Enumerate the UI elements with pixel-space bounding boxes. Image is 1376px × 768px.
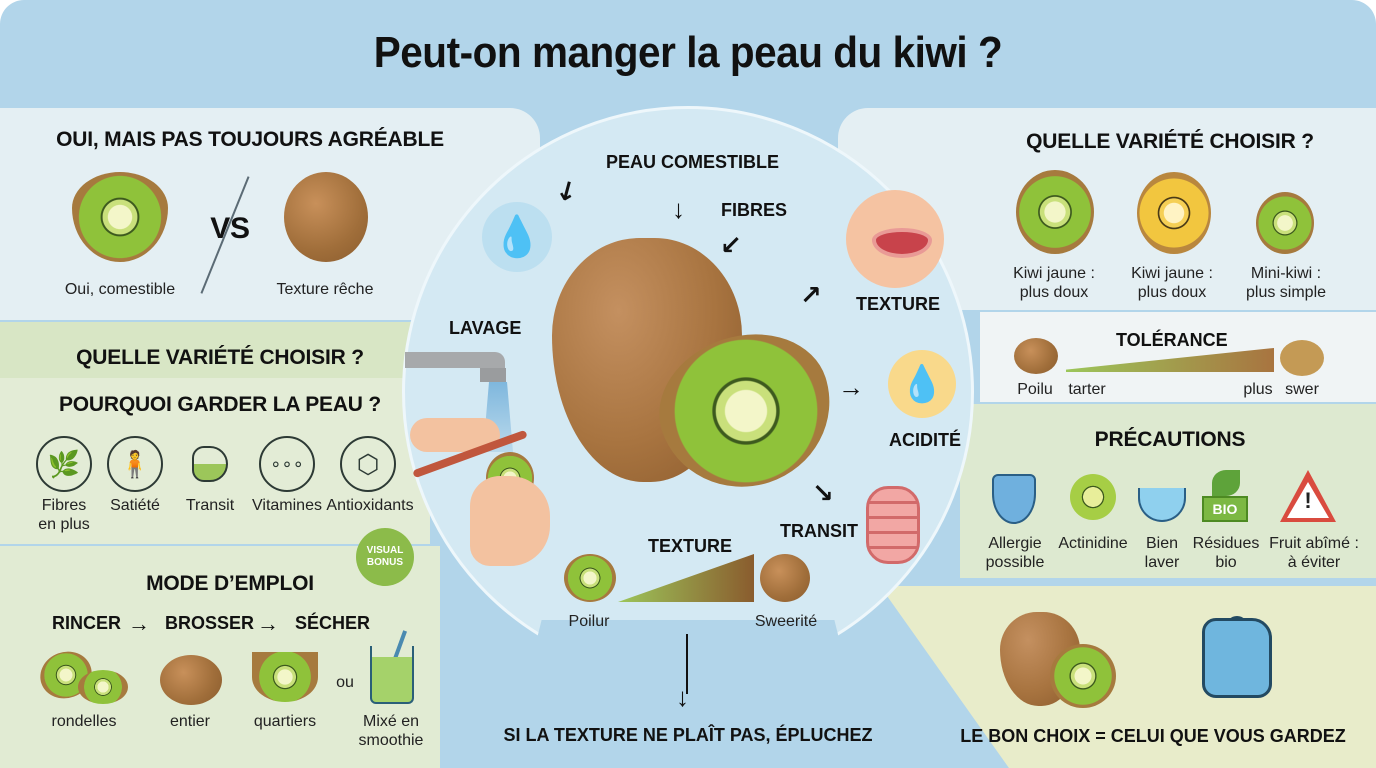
variety-heading-left: QUELLE VARIÉTÉ CHOISIR ? [76,346,364,369]
precaution-label: Actinidine [1058,535,1128,552]
water-drop-icon: 💧 [482,202,552,272]
arrow-icon: ↙ [720,230,742,260]
stomach-icon [182,436,238,492]
variety-label: Kiwi jaune : plus doux [1131,265,1213,301]
tolerance-label: swer [1285,381,1319,398]
scale-right-label: Sweerité [754,613,818,630]
smoothie-glass-icon [370,646,414,704]
page-title: Peut-on manger la peau du kiwi ? [373,28,1003,77]
step-rinse: RINCER [52,613,122,633]
texture-scale-title: TEXTURE [648,536,733,556]
kiwi-hairy-icon [564,554,616,602]
vs-label: VS [210,212,250,245]
kiwi-smooth-icon [760,554,810,602]
benefit-label: Satiété [110,497,160,514]
why-keep-skin-heading: POURQUOI GARDER LA PEAU ? [58,393,382,416]
acidity-label: ACIDITÉ [889,430,961,450]
tolerance-label: tarter [1068,381,1106,398]
down-arrow-icon: ↓ [676,682,689,712]
mouth-icon [872,228,932,258]
arrow-icon: ↗ [800,280,822,310]
option-label: Mixé en smoothie [358,713,424,749]
benefit-label: Vitamines [252,497,322,514]
kiwi-slice-icon [1070,474,1116,520]
leaf-icon: 🌿 [36,436,92,492]
variety-heading-right: QUELLE VARIÉTÉ CHOISIR ? [1026,130,1314,153]
arrow-icon: → [838,372,864,402]
step-dry: SÉCHER [295,613,371,633]
vitamins-icon: ∘∘∘ [259,436,315,492]
leaves-icon [1212,470,1240,496]
bottom-banner-bg [505,620,871,768]
visual-bonus-badge: VISUAL BONUS [356,528,414,586]
kiwi-smooth-icon [1280,340,1324,376]
edible-label: Oui, comestible [64,281,176,298]
intestine-icon [866,486,920,564]
or-label: ou [336,674,354,691]
kiwi-mini-icon [1256,192,1314,254]
precaution-label: Fruit abîmé : à éviter [1269,535,1359,571]
washing-label: LAVAGE [449,318,522,338]
benefit-label: Antioxidants [326,497,414,514]
bio-text: BIO [1212,501,1238,517]
thumbs-up-hand-icon [1202,618,1272,698]
arrow-icon: ↓ [672,194,685,224]
kiwi-whole-hairy-icon [284,172,368,262]
kiwi-green-icon [1016,170,1094,254]
peel-advice-banner: SI LA TEXTURE NE PLAÎT PAS, ÉPLUCHEZ [503,725,873,745]
panel-middle-left-band [0,322,430,378]
step-arrow: → [257,611,279,636]
texture-rough-label: Texture rêche [276,281,374,298]
step-brush: BROSSER [165,613,255,633]
option-label: quartiers [253,713,317,730]
molecule-icon: ⬡ [340,436,396,492]
precaution-label: Résidues bio [1192,535,1260,571]
half-kiwi-icon [1050,644,1116,708]
arrow-icon: ↘ [812,478,834,508]
kiwi-whole-icon [160,655,222,705]
tolerance-label: Poilu [1017,381,1053,398]
transit-label: TRANSIT [780,521,858,541]
option-label: entier [169,713,211,730]
precautions-heading: PRÉCAUTIONS [1094,428,1246,451]
step-arrow: → [128,611,150,636]
exclamation-icon: ! [1304,488,1312,513]
faucet-icon [405,352,505,368]
bio-label-icon: BIO [1202,496,1248,522]
precaution-label: Bien laver [1144,535,1180,571]
mode-emploi-heading: MODE D’EMPLOI [146,572,314,595]
kiwi-half-icon [72,172,168,262]
faucet-head-icon [480,368,506,382]
edible-skin-label: PEAU COMESTIBLE [606,152,780,172]
precaution-label: Allergie possible [985,535,1045,571]
texture-label: TEXTURE [856,294,941,314]
good-choice-caption: LE BON CHOIX = CELUI QUE VOUS GARDEZ [960,726,1346,746]
option-label: rondelles [51,713,117,730]
person-icon: 🧍 [107,436,163,492]
kiwi-slice-icon [78,670,128,704]
badge-text: VISUAL BONUS [366,545,404,568]
benefit-label: Transit [185,497,235,514]
kiwi-yellow-icon [1137,172,1211,254]
down-arrow-line [686,634,688,694]
kiwi-wedge-icon [252,652,318,702]
fibres-label: FIBRES [721,200,788,220]
benefit-label: Fibres en plus [38,497,90,533]
scale-left-label: Poilur [568,613,610,630]
shield-icon [992,474,1036,524]
variety-label: Mini-kiwi : plus simple [1245,265,1327,301]
tolerance-heading: TOLÉRANCE [1116,330,1228,350]
tolerance-label: plus [1243,381,1273,398]
kiwi-hairy-icon [1014,338,1058,374]
hand-icon [470,476,550,566]
acid-drop-icon: 💧 [888,350,956,418]
top-left-heading: OUI, MAIS PAS TOUJOURS AGRÉABLE [56,128,444,151]
variety-label: Kiwi jaune : plus doux [1013,265,1095,301]
